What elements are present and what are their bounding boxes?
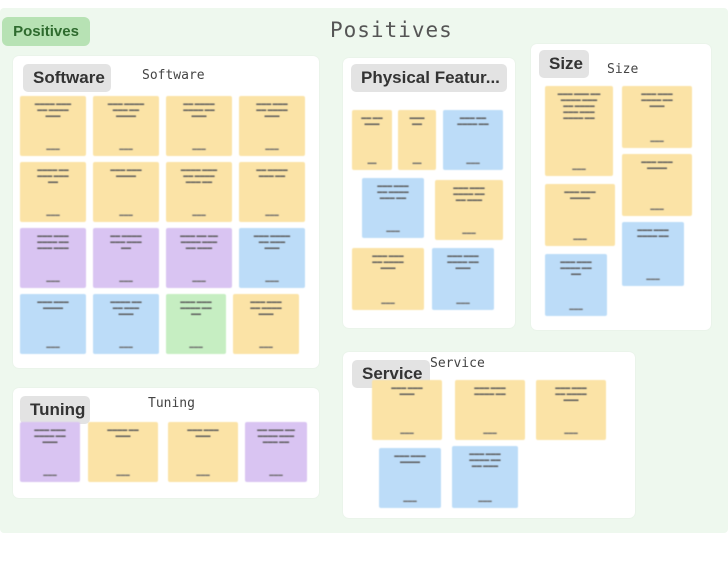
sticky-note[interactable]: ▬▬▬ ▬▬▬▬▬ ▬▬▬▬▬▬▬▬▬▬ — [233, 294, 299, 354]
sticky-note[interactable]: ▬▬▬ ▬▬ ▬▬▬▬▬▬ ▬▬▬▬▬ ▬▬▬▬▬▬ — [166, 228, 232, 288]
sticky-note[interactable]: ▬▬▬ ▬▬▬▬▬▬▬ ▬▬▬▬▬ — [622, 222, 684, 286]
sticky-note[interactable]: ▬▬▬▬ ▬▬▬▬▬▬▬▬ — [88, 422, 158, 482]
board-frame-tag[interactable]: Positives — [2, 17, 90, 46]
sticky-note[interactable]: ▬▬▬ ▬▬▬▬▬▬▬ ▬▬▬▬▬▬▬▬ — [622, 86, 692, 148]
sticky-note[interactable]: ▬▬▬▬ ▬▬▬▬▬ ▬▬▬▬▬▬▬ ▬▬▬▬▬ — [166, 162, 232, 222]
sticky-note[interactable]: ▬▬▬ ▬▬▬▬▬▬▬ ▬▬▬▬▬▬▬▬ — [20, 422, 80, 482]
sticky-note[interactable]: ▬▬▬ ▬▬▬▬▬▬▬ ▬▬▬▬▬ — [455, 380, 525, 440]
sticky-note[interactable]: ▬▬▬ ▬▬▬▬▬▬▬ ▬▬▬▬▬▬▬▬ — [432, 248, 494, 310]
sticky-note[interactable]: ▬▬▬ ▬▬▬▬▬▬▬ ▬▬▬▬▬▬▬ — [166, 294, 226, 354]
sticky-note[interactable]: ▬▬▬ ▬▬▬▬▬▬▬ ▬▬▬▬▬▬▬▬▬ — [93, 96, 159, 156]
sticky-note[interactable]: ▬▬ ▬▬▬▬▬▬▬ — [352, 110, 392, 170]
sticky-note[interactable]: ▬▬▬ ▬▬▬▬▬ ▬▬▬▬▬▬▬▬▬▬ — [239, 96, 305, 156]
sticky-note[interactable]: ▬▬▬ ▬▬▬▬▬▬▬▬▬ — [168, 422, 238, 482]
board-title: Positives — [330, 18, 453, 42]
sticky-note[interactable]: ▬▬ ▬▬▬ ▬▬▬▬▬▬ ▬▬▬▬▬▬ ▬▬▬▬▬ — [245, 422, 307, 482]
sticky-note[interactable]: ▬▬▬ ▬▬▬▬▬ ▬▬▬▬▬▬▬▬▬▬ — [352, 248, 424, 310]
sticky-note[interactable]: ▬▬ ▬▬▬▬▬▬▬ ▬▬▬▬▬▬▬▬ — [93, 228, 159, 288]
section-tag-software[interactable]: Software — [23, 64, 111, 92]
section-title-size: Size — [607, 62, 639, 77]
sticky-note[interactable]: ▬▬▬ ▬▬▬▬▬ ▬▬▬▬▬▬▬ ▬▬▬▬▬ — [362, 178, 424, 238]
sticky-note[interactable]: ▬▬ ▬▬▬▬▬▬▬▬ ▬▬▬▬▬▬▬▬ — [166, 96, 232, 156]
sticky-note[interactable]: ▬▬▬ ▬▬▬▬▬▬ ▬▬▬▬▬▬▬▬▬ — [239, 228, 305, 288]
sticky-note[interactable]: ▬▬▬ ▬▬▬▬▬▬▬▬▬▬ — [622, 154, 692, 216]
section-title-service: Service — [430, 356, 485, 371]
section-title-software: Software — [142, 68, 205, 83]
sticky-note[interactable]: ▬▬▬▬ ▬▬▬▬ ▬▬▬▬▬▬▬▬▬ — [93, 294, 159, 354]
sticky-note[interactable]: ▬▬▬▬ ▬▬▬▬▬ ▬▬▬▬▬▬▬▬▬▬ — [20, 96, 86, 156]
sticky-note[interactable]: ▬▬▬ ▬▬▬▬▬▬▬ ▬▬▬▬ ▬▬▬▬▬▬ — [452, 446, 518, 508]
sticky-note[interactable]: ▬▬▬ ▬▬▬▬▬ ▬▬▬▬▬▬▬▬▬▬ — [536, 380, 606, 440]
section-tag-physical-features[interactable]: Physical Featur... — [351, 64, 507, 92]
sticky-note[interactable]: ▬▬▬ ▬▬▬▬▬▬▬▬▬▬ — [20, 294, 86, 354]
sticky-note[interactable]: ▬▬▬▬ ▬▬▬▬▬ ▬▬▬▬▬▬▬▬ — [20, 162, 86, 222]
section-tag-tuning[interactable]: Tuning — [20, 396, 90, 424]
sticky-note[interactable]: ▬▬▬ ▬▬▬▬▬▬▬▬▬▬ — [379, 448, 441, 508]
section-title-tuning: Tuning — [148, 396, 195, 411]
sticky-note[interactable]: ▬▬▬ ▬▬▬▬▬▬▬▬▬ — [372, 380, 442, 440]
sticky-note[interactable]: ▬▬▬ ▬▬▬▬▬▬▬▬▬▬ — [93, 162, 159, 222]
sticky-note[interactable]: ▬▬▬ ▬▬▬▬▬▬ ▬▬▬▬▬ — [443, 110, 503, 170]
sticky-note[interactable]: ▬▬▬ ▬▬▬▬▬▬▬▬▬▬ — [545, 184, 615, 246]
sticky-note[interactable]: ▬▬▬ ▬▬▬▬▬▬▬ ▬▬▬▬▬▬▬ — [545, 254, 607, 316]
sticky-note[interactable]: ▬▬▬ ▬▬▬▬▬▬▬ ▬▬▬▬▬ ▬▬▬▬▬▬ — [20, 228, 86, 288]
sticky-note[interactable]: ▬▬▬ ▬▬▬ ▬▬▬▬▬▬ ▬▬▬▬▬ ▬▬▬▬▬▬▬ ▬▬▬▬▬▬▬ ▬▬▬… — [545, 86, 613, 176]
sticky-note[interactable]: ▬▬▬▬▬▬▬ — [398, 110, 436, 170]
sticky-note[interactable]: ▬▬▬ ▬▬▬▬▬▬▬ ▬▬▬▬ ▬▬▬▬▬▬ — [435, 180, 503, 240]
sticky-note[interactable]: ▬▬ ▬▬▬▬▬▬▬ ▬▬▬▬▬ — [239, 162, 305, 222]
section-tag-size[interactable]: Size — [539, 50, 589, 78]
